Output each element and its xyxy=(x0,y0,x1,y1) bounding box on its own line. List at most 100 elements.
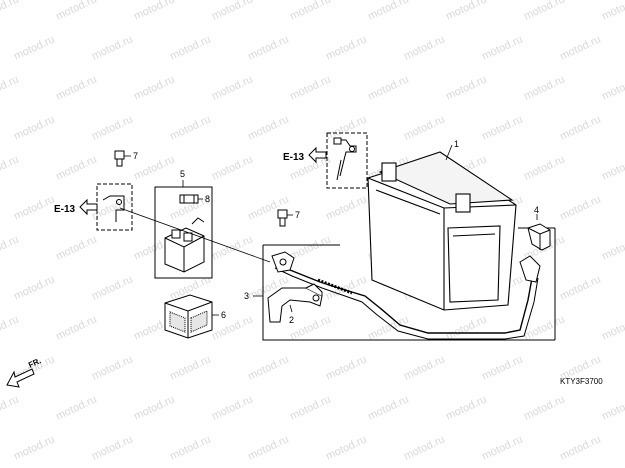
watermark-text: motod.ru xyxy=(522,393,566,422)
watermark-text: motod.ru xyxy=(246,33,290,62)
part-number-1: 1 xyxy=(454,139,459,149)
relay-group-box xyxy=(154,186,213,279)
watermark-text: motod.ru xyxy=(54,153,98,182)
band-body xyxy=(267,287,323,323)
watermark-text: motod.ru xyxy=(600,233,625,262)
watermark-text: motod.ru xyxy=(480,33,524,62)
part-label-4: 4 xyxy=(534,205,539,220)
watermark-text: motod.ru xyxy=(90,273,134,302)
watermark-text: motod.ru xyxy=(444,313,488,342)
leader-line-cable xyxy=(119,207,271,263)
battery-front-panel xyxy=(447,225,501,303)
watermark-text: motod.ru xyxy=(600,0,625,23)
watermark-text: motod.ru xyxy=(90,353,134,382)
watermark-text: motod.ru xyxy=(324,113,368,142)
watermark-text: motod.ru xyxy=(324,353,368,382)
upper-terminal-lug xyxy=(338,139,357,177)
watermark-text: motod.ru xyxy=(558,193,602,222)
part-label-8: 8 xyxy=(198,194,210,204)
part-number-6: 6 xyxy=(221,310,226,320)
left-arrow-icon xyxy=(79,198,98,216)
section-ref-upper: E-13 xyxy=(283,152,305,163)
watermark-text: motod.ru xyxy=(402,113,446,142)
watermark-text: motod.ru xyxy=(54,313,98,342)
watermark-text: motod.ru xyxy=(402,353,446,382)
watermark-text: motod.ru xyxy=(90,433,134,462)
watermark-text: motod.ru xyxy=(54,393,98,422)
upper-connector-detail xyxy=(326,132,368,189)
battery[interactable] xyxy=(367,151,517,311)
cable-group-bracket xyxy=(262,245,555,341)
diagram-code: KTY3F3700 xyxy=(560,377,603,386)
watermark-text: motod.ru xyxy=(168,353,212,382)
terminal-cover[interactable] xyxy=(527,223,551,251)
part-label-7a: 7 xyxy=(124,151,138,161)
watermark-text: motod.ru xyxy=(246,353,290,382)
section-arrow-e13-left[interactable]: E-13 xyxy=(54,198,98,216)
watermark-text: motod.ru xyxy=(90,113,134,142)
left-terminal-lug xyxy=(102,195,125,222)
watermark-text: motod.ru xyxy=(210,73,254,102)
watermark-text: motod.ru xyxy=(366,73,410,102)
watermark-text: motod.ru xyxy=(12,33,56,62)
section-arrow-e13-upper[interactable]: E-13 xyxy=(283,146,327,164)
watermark-text: motod.ru xyxy=(12,273,56,302)
watermark-text: motod.ru xyxy=(54,0,98,23)
upper-terminal-hole xyxy=(349,146,355,152)
watermark-text: motod.ru xyxy=(402,433,446,462)
watermark-text: motod.ru xyxy=(600,393,625,422)
battery-side-line xyxy=(375,189,441,215)
watermark-text: motod.ru xyxy=(210,393,254,422)
watermark-text: motod.ru xyxy=(522,73,566,102)
watermark-text: motod.ru xyxy=(54,73,98,102)
watermark-text: motod.ru xyxy=(246,113,290,142)
starter-relay[interactable] xyxy=(164,217,205,273)
watermark-text: motod.ru xyxy=(558,433,602,462)
watermark-text: motod.ru xyxy=(522,0,566,23)
watermark-text: motod.ru xyxy=(600,313,625,342)
part-label-7b: 7 xyxy=(287,210,300,220)
watermark-text: motod.ru xyxy=(210,0,254,23)
negative-cable-group[interactable] xyxy=(119,207,556,341)
watermark-text: motod.ru xyxy=(54,233,98,262)
relay-rubber-cover[interactable] xyxy=(164,294,213,339)
cable-wire xyxy=(274,261,533,334)
watermark-text: motod.ru xyxy=(90,33,134,62)
cable-wire-outer xyxy=(274,267,539,340)
watermark-text: motod.ru xyxy=(132,73,176,102)
watermark-text: motod.ru xyxy=(480,113,524,142)
terminal-bolt-b[interactable] xyxy=(277,209,288,227)
cable-sleeve xyxy=(317,278,353,295)
part-number-2: 2 xyxy=(289,315,294,325)
front-arrow-icon xyxy=(6,368,35,388)
starter-relay-group[interactable] xyxy=(154,186,213,279)
terminal-bolt-c[interactable] xyxy=(333,137,342,145)
watermark-text: motod.ru xyxy=(0,0,21,23)
upper-detail-box xyxy=(326,132,368,189)
part-label-6: 6 xyxy=(212,310,226,320)
upper-terminal-wire xyxy=(336,159,342,181)
watermark-text: motod.ru xyxy=(324,193,368,222)
watermark-text: motod.ru xyxy=(600,153,625,182)
watermark-text: motod.ru xyxy=(366,0,410,23)
section-ref-left: E-13 xyxy=(54,204,76,215)
watermark-text: motod.ru xyxy=(132,0,176,23)
part-label-3: 3 xyxy=(244,291,263,301)
watermark-text: motod.ru xyxy=(558,113,602,142)
part-label-2: 2 xyxy=(289,304,294,325)
part-number-7: 7 xyxy=(133,151,138,161)
watermark-text: motod.ru xyxy=(0,153,21,182)
main-fuse[interactable] xyxy=(179,194,199,204)
watermark-text: motod.ru xyxy=(12,113,56,142)
left-arrow-icon xyxy=(308,146,327,164)
terminal-bolt-a[interactable] xyxy=(114,150,125,167)
watermark-text: motod.ru xyxy=(288,233,332,262)
watermark-text: motod.ru xyxy=(558,273,602,302)
watermark-text: motod.ru xyxy=(168,33,212,62)
watermark-text: motod.ru xyxy=(324,273,368,302)
part-number-8: 8 xyxy=(205,194,210,204)
battery-band[interactable] xyxy=(267,283,323,323)
fuse-body xyxy=(179,194,199,204)
